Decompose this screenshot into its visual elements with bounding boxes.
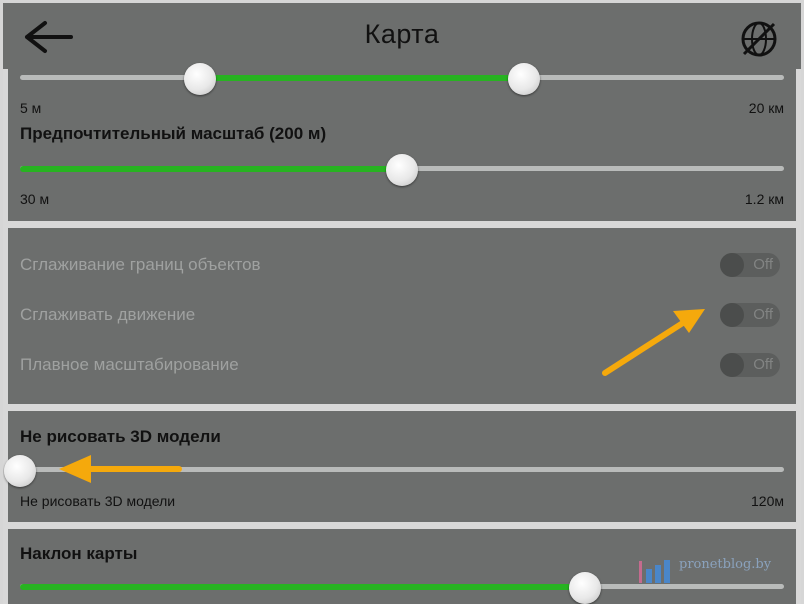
settings-screen: Карта 5 м 20 км Предпочтительный масштаб… <box>3 3 801 604</box>
globe-crossed-icon[interactable] <box>737 17 781 61</box>
scale-slider-fill <box>20 166 402 172</box>
toggle-smoothing-borders[interactable]: Off <box>720 253 780 277</box>
page-title: Карта <box>364 19 440 49</box>
arrow-left-icon[interactable] <box>19 17 79 57</box>
toggle-state: Off <box>753 256 773 273</box>
scale-min-label: 30 м <box>20 191 50 207</box>
bar-chart-icon <box>639 560 670 583</box>
toggle-label-smooth-zoom: Плавное масштабирование <box>20 355 239 374</box>
toggle-knob <box>720 353 744 377</box>
range-max-label: 20 км <box>748 100 784 116</box>
tilt-slider-fill <box>20 584 586 590</box>
range-min-label: 5 м <box>20 100 42 116</box>
toggle-knob <box>720 303 744 327</box>
range-slider-high-thumb[interactable] <box>508 63 541 95</box>
range-slider-low-thumb[interactable] <box>183 63 216 95</box>
toggles-card: Сглаживание границ объектов Off Сглажива… <box>8 228 796 404</box>
models-3d-slider-thumb[interactable] <box>4 455 36 487</box>
preferred-scale-title: Предпочтительный масштаб (200 м) <box>20 124 327 143</box>
toggle-smooth-zoom[interactable]: Off <box>720 353 780 377</box>
scale-max-label: 1.2 км <box>744 191 784 207</box>
toggle-label-smooth-motion: Сглаживать движение <box>20 305 196 324</box>
toggle-state: Off <box>753 356 773 373</box>
tilt-title: Наклон карты <box>20 544 138 563</box>
range-card: 5 м 20 км Предпочтительный масштаб (200 … <box>8 63 796 221</box>
models-3d-title: Не рисовать 3D модели <box>20 427 221 446</box>
scale-slider-thumb[interactable] <box>386 154 418 186</box>
toggle-state: Off <box>753 306 773 323</box>
tilt-slider-thumb[interactable] <box>569 572 602 604</box>
toggle-knob <box>720 253 744 277</box>
models-3d-card: Не рисовать 3D модели Не рисовать 3D мод… <box>4 411 796 522</box>
watermark-logo: pronetblog.by <box>637 555 787 585</box>
models-3d-max-label: 120м <box>751 493 784 509</box>
models-3d-min-label: Не рисовать 3D модели <box>20 493 176 509</box>
models-3d-slider-track[interactable] <box>20 467 784 472</box>
app-header: Карта <box>3 3 801 69</box>
watermark-text: pronetblog.by <box>679 557 772 572</box>
range-slider-fill <box>199 75 525 81</box>
toggle-smooth-motion[interactable]: Off <box>720 303 780 327</box>
tilt-card: Наклон карты <box>8 529 796 604</box>
toggle-label-smoothing-borders: Сглаживание границ объектов <box>20 255 261 274</box>
